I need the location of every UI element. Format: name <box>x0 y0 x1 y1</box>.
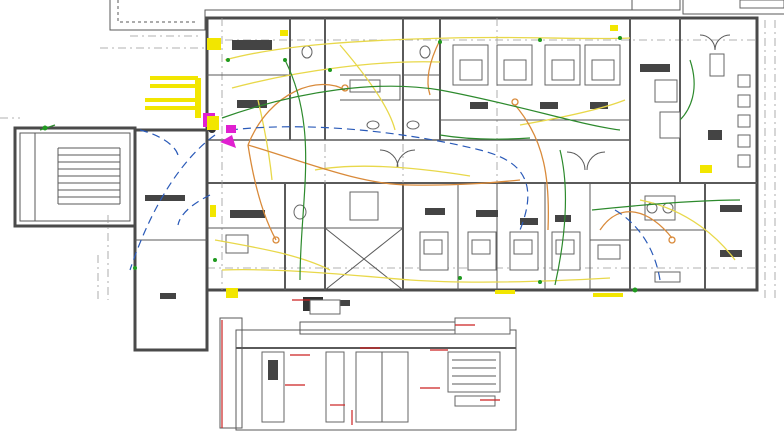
section-elevation <box>219 299 517 431</box>
blue-circuit-runs <box>129 126 661 281</box>
grid-dotted-lines <box>0 20 776 300</box>
lower-room-fixtures <box>225 191 742 283</box>
green-circuit-runs <box>39 59 741 286</box>
upper-room-fixtures <box>232 34 751 171</box>
site-boundary <box>100 0 784 49</box>
electrical-panel-markers <box>203 113 350 311</box>
green-junction-dots <box>42 36 638 293</box>
stair-block <box>13 126 209 352</box>
yellow-annotation-tags <box>145 25 712 298</box>
section-red-markers <box>221 299 500 428</box>
